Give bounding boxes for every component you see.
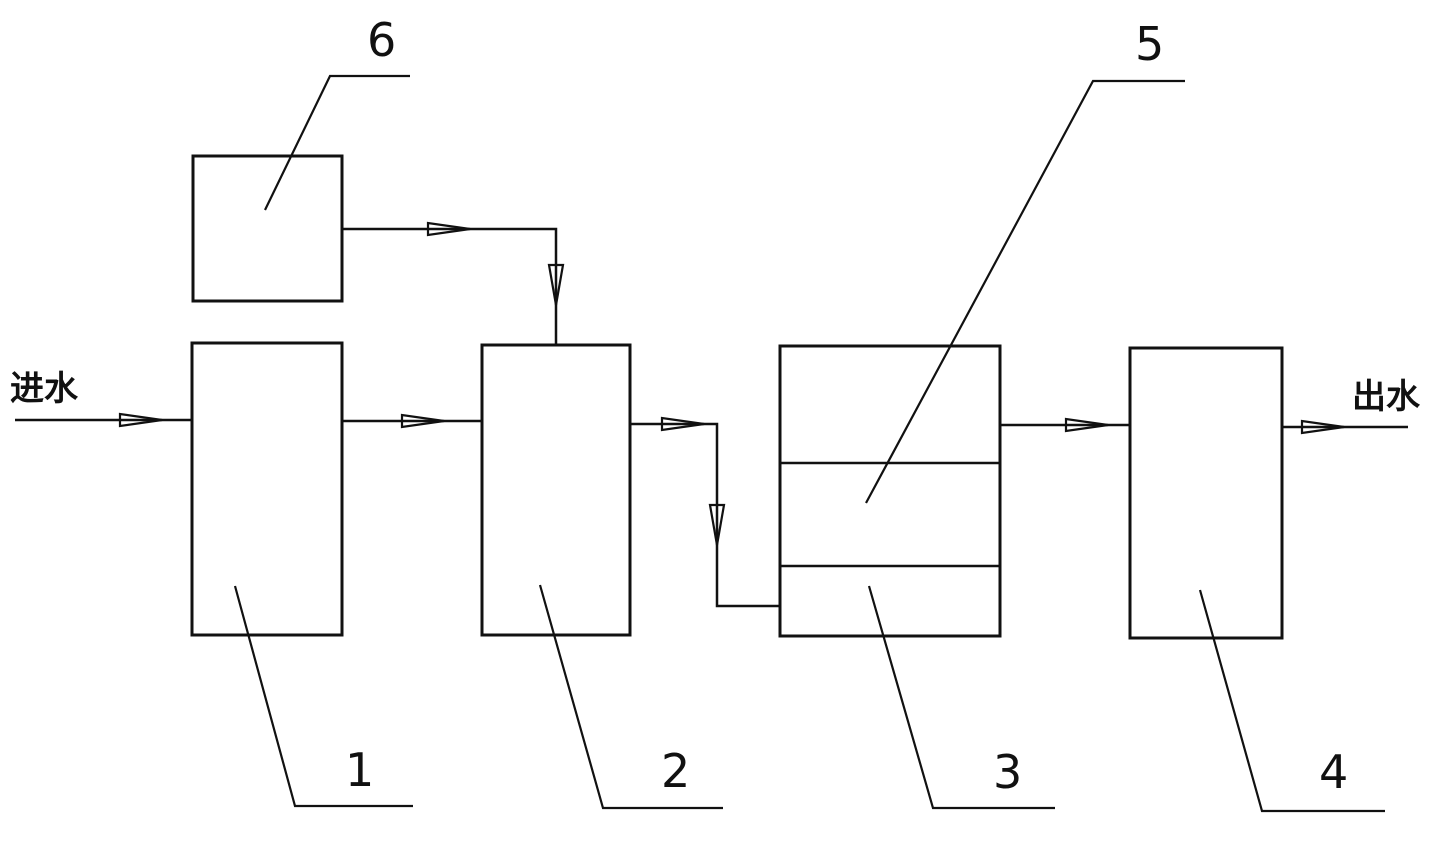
inlet-label: 进水: [10, 369, 79, 409]
arrow-2-horizontal: [660, 416, 705, 432]
callout-6: 6: [367, 13, 396, 67]
leader-line-5: [865, 79, 1185, 504]
arrow-6-vertical: [547, 263, 565, 306]
leader-line-2: [538, 584, 723, 810]
callout-4: 4: [1319, 745, 1348, 799]
callout-1: 1: [345, 743, 374, 797]
unit-box-3: [778, 344, 1002, 638]
callout-3: 3: [993, 745, 1022, 799]
unit-box-6: [191, 154, 344, 303]
arrow-6-horizontal: [426, 221, 471, 237]
unit-box-1: [190, 341, 344, 637]
unit-box-2: [480, 343, 632, 637]
leader-line-4: [1198, 589, 1385, 813]
callout-2: 2: [661, 744, 690, 798]
arrow-outlet: [1300, 419, 1345, 435]
arrow-inlet: [118, 412, 163, 428]
leader-line-6: [264, 74, 410, 211]
unit-box-4: [1128, 346, 1284, 640]
leader-line-1: [233, 585, 413, 808]
callout-5: 5: [1135, 17, 1164, 71]
arrow-3-to-4: [1064, 417, 1109, 433]
leader-line-3: [867, 585, 1055, 810]
flow-line-2-to-3: [630, 422, 780, 608]
arrow-1-to-2: [400, 413, 445, 429]
flow-line-6-to-2: [342, 227, 558, 345]
outlet-label: 出水: [1352, 377, 1421, 417]
arrow-2-vertical: [708, 503, 726, 546]
